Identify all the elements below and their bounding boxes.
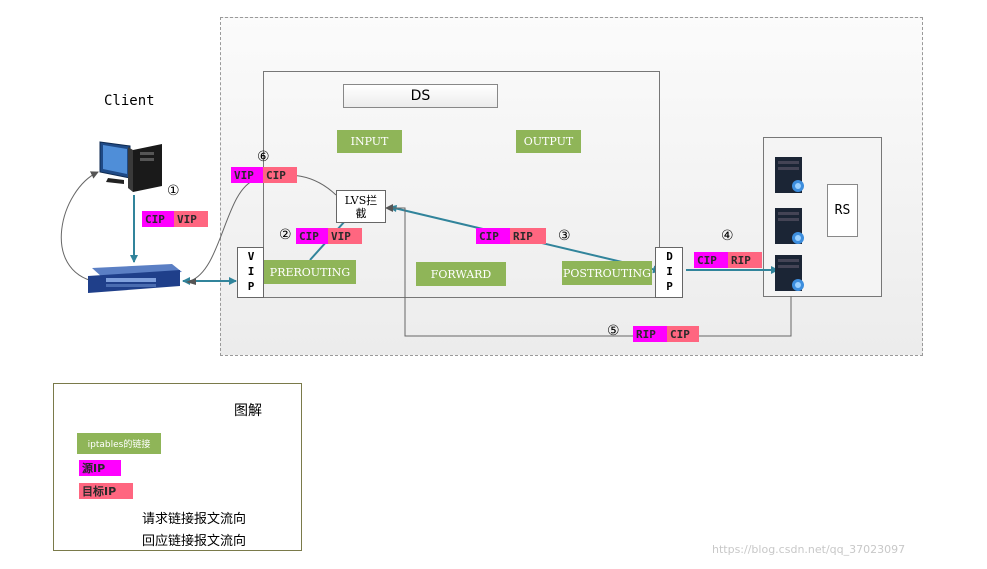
packet-6-src: VIP	[231, 167, 263, 183]
server-icon	[775, 255, 804, 291]
client-label: Client	[104, 93, 155, 109]
watermark: https://blog.csdn.net/qq_37023097	[712, 543, 906, 556]
legend-title: 图解	[234, 403, 262, 419]
packet-4-dst: RIP	[728, 252, 762, 268]
vip-interface-label: VIP	[244, 250, 258, 295]
ds-box	[263, 71, 660, 298]
packet-5-dst: CIP	[667, 326, 699, 342]
packet-2-dst: VIP	[328, 228, 362, 244]
packet-6-dst: CIP	[263, 167, 297, 183]
legend-chain-swatch: iptables的链接	[77, 433, 161, 454]
packet-1-dst: VIP	[174, 211, 208, 227]
legend-request-label: 请求链接报文流向	[142, 512, 247, 527]
step-1: ①	[167, 183, 180, 199]
step-4: ④	[721, 228, 734, 244]
rs-label: RS	[827, 184, 858, 237]
chain-output: OUTPUT	[516, 130, 581, 153]
packet-3-dst: RIP	[510, 228, 546, 244]
computer-icon	[99, 141, 162, 192]
chain-input: INPUT	[337, 130, 402, 153]
legend-dest-ip: 目标IP	[79, 483, 133, 499]
chain-prerouting: PREROUTING	[264, 260, 356, 284]
ds-title: DS	[343, 84, 498, 108]
dip-interface-label: DIP	[663, 250, 676, 295]
step-5: ⑤	[607, 323, 620, 339]
chain-forward: FORWARD	[416, 262, 506, 286]
server-icon	[775, 208, 804, 244]
packet-5-src: RIP	[633, 326, 667, 342]
packet-4-src: CIP	[694, 252, 728, 268]
lvs-intercept-box: LVS拦截	[336, 190, 386, 223]
response-path-rs	[385, 204, 792, 337]
switch-icon	[88, 264, 182, 293]
step-6: ⑥	[257, 149, 270, 165]
legend-source-ip: 源IP	[79, 460, 121, 476]
packet-1-src: CIP	[142, 211, 174, 227]
vip-interface: VIP	[237, 247, 264, 298]
packet-3-src: CIP	[476, 228, 510, 244]
step-2: ②	[279, 227, 292, 243]
chain-postrouting: POSTROUTING	[562, 261, 652, 285]
response-loop-client	[60, 171, 99, 283]
server-icon	[775, 157, 804, 193]
packet-2-src: CIP	[296, 228, 328, 244]
dip-interface: DIP	[655, 247, 683, 298]
step-3: ③	[558, 228, 571, 244]
legend-response-label: 回应链接报文流向	[142, 534, 247, 549]
